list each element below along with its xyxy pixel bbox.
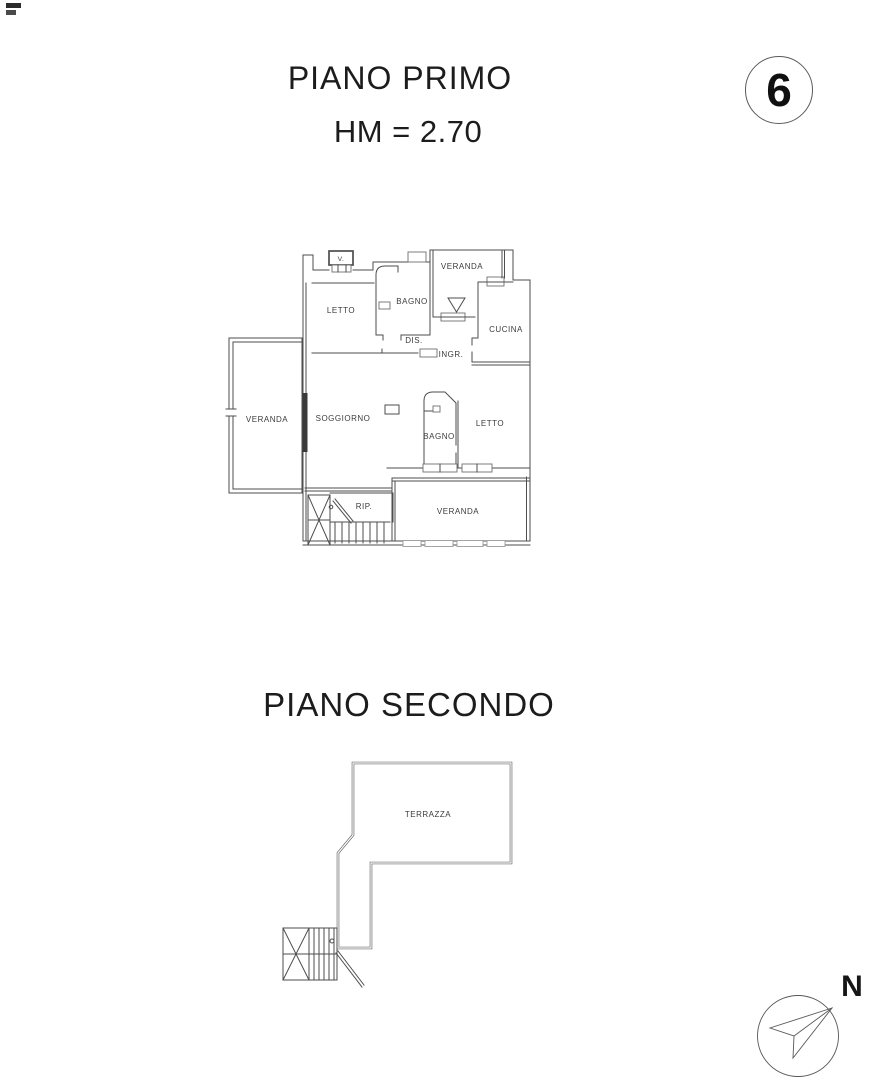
stair-fan-lines [307, 494, 331, 546]
soggiorno-table-symbol [384, 404, 400, 415]
outer-wall-bottom-left [302, 254, 531, 542]
veranda-s-walls [391, 477, 531, 542]
bagno-n-veranda-double-wall [429, 249, 434, 336]
bagno-n-fixture [378, 301, 391, 310]
compass-north-letter: N [841, 970, 863, 1003]
window-top-bagno [407, 251, 427, 263]
rip-walls [329, 492, 394, 523]
room-label-v: V. [338, 256, 345, 263]
room-label-veranda-w: VERANDA [246, 415, 288, 424]
sheet-number: 6 [766, 64, 792, 116]
balcony-door-dark-segment [302, 393, 308, 452]
room-label-veranda-ne: VERANDA [441, 262, 483, 271]
floor-height-note: HM = 2.70 [333, 114, 483, 149]
second-floor-plan-drawing: TERRAZZA [282, 761, 513, 988]
room-label-letto-e: LETTO [476, 419, 504, 428]
room-label-bagno-c: BAGNO [423, 432, 454, 441]
veranda-w-window-ticks [225, 408, 237, 417]
bagno-n-door-jambs [375, 334, 431, 341]
stair2-treads [313, 927, 335, 981]
outer-wall-top-left [352, 261, 409, 271]
room-label-letto-nw: LETTO [327, 306, 355, 315]
veranda-s-window-1 [402, 540, 422, 547]
stair2-rail [335, 950, 365, 988]
stair2-fan-lines [282, 927, 338, 981]
window-under-v-mullions [337, 264, 347, 273]
scan-corner-mark [6, 3, 21, 15]
sheet-number-badge: 6 [745, 56, 813, 124]
cucina-letto-wall [471, 361, 531, 366]
veranda-s-window-4 [486, 540, 506, 547]
room-label-veranda-s: VERANDA [437, 507, 479, 516]
room-label-ingr: INGR. [439, 350, 464, 359]
first-floor-plan-drawing: V. LETTO BAGNO VERANDA CUCINA DIS. INGR.… [225, 249, 531, 547]
north-compass: N [757, 970, 863, 1077]
outer-wall-tab [302, 254, 330, 271]
north-arrow-icon [768, 1007, 834, 1060]
compass-circle [757, 995, 839, 1077]
room-label-dis: DIS. [405, 336, 423, 345]
stair-rail [332, 498, 354, 524]
corridor-wall [311, 348, 419, 354]
stair-marker-dot [328, 504, 334, 510]
veranda-ne-right-wall [501, 249, 505, 279]
north-arrow-fold-line [793, 1007, 833, 1037]
room-label-soggiorno: SOGGIORNO [316, 414, 371, 423]
first-floor-title: PIANO PRIMO [287, 60, 513, 96]
soggiorno-south-wall [304, 487, 393, 492]
stair-direction-triangle [447, 297, 466, 313]
room-label-bagno-n: BAGNO [396, 297, 427, 306]
veranda-s-window-3 [456, 540, 484, 547]
bagno-c-walls [423, 391, 457, 469]
second-floor-title: PIANO SECONDO [263, 686, 555, 723]
bagno-n-walls [375, 265, 399, 336]
terrazza-outline-outer [336, 761, 513, 950]
stair-treads [329, 521, 391, 544]
entry-door-symbol [419, 348, 438, 358]
room-label-rip: RIP. [356, 502, 373, 511]
veranda-s-window-2 [424, 540, 454, 547]
terrazza-outline-inner [337, 762, 512, 949]
room-label-terrazza: TERRAZZA [405, 810, 451, 819]
room-label-cucina: CUCINA [489, 325, 523, 334]
veranda-w-window-gap [227, 409, 235, 416]
stair2-marker-dot [329, 938, 335, 944]
cucina-west-wall [471, 281, 479, 363]
bagno-c-fixture [432, 405, 441, 413]
window-under-v [331, 264, 352, 273]
